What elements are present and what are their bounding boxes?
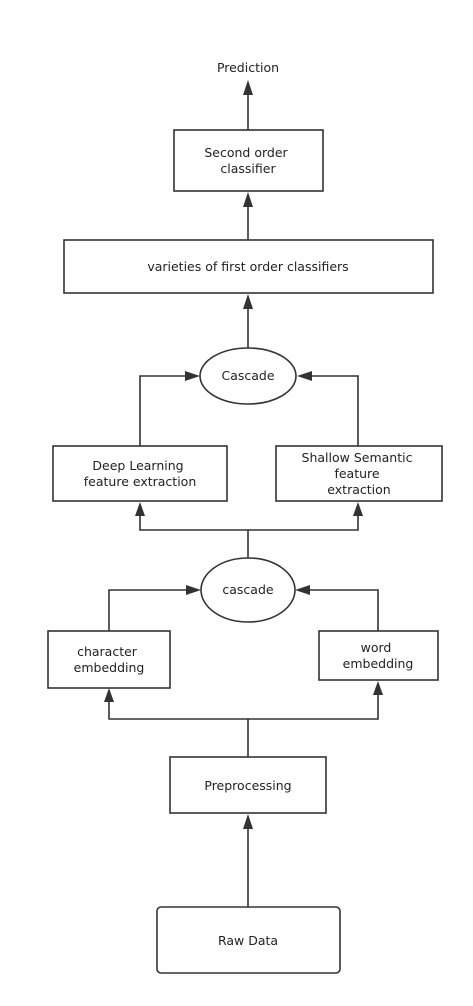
edge-cascade-to-shallow	[248, 513, 359, 531]
arrowhead-second-order	[243, 192, 253, 207]
edge-cascade-to-deep	[139, 513, 249, 558]
char-embedding-label-line: character	[77, 644, 138, 659]
second-order-box	[173, 129, 324, 192]
edge-char-to-cascade	[108, 589, 189, 631]
cascade-top-label-line: Cascade	[221, 368, 274, 383]
char-embedding-box	[47, 630, 171, 689]
word-embedding-box	[318, 630, 439, 681]
arrowhead-cascade-bottom-right	[295, 585, 310, 595]
cascade-top-label: Cascade	[221, 368, 274, 383]
shallow-semantic-label-line: Shallow Semantic	[302, 450, 413, 465]
edge-word-to-cascade	[307, 589, 379, 631]
cascade-bottom-label-line: cascade	[222, 582, 274, 597]
edge-preprocessing-to-word	[248, 692, 379, 720]
cascade-bottom-ellipse	[200, 557, 296, 623]
word-embedding-label-line: embedding	[343, 656, 414, 671]
char-embedding-label-line: embedding	[74, 660, 145, 675]
raw-data-label-line: Raw Data	[218, 933, 278, 948]
word-embedding-label-line: word	[361, 640, 392, 655]
shallow-semantic-label-line: feature	[334, 466, 379, 481]
shallow-semantic-label-line: extraction	[327, 482, 390, 497]
deep-learning-label: Deep Learning feature extraction	[84, 458, 197, 489]
cascade-bottom-label: cascade	[222, 582, 274, 597]
arrowhead-word-embedding	[373, 681, 383, 695]
shallow-semantic-label: Shallow Semantic feature extraction	[302, 450, 417, 497]
second-order-label-line: classifier	[220, 161, 276, 176]
arrowhead-deep-learning	[135, 502, 145, 516]
edge-preprocessing-to-char	[108, 699, 249, 757]
edge-deep-to-cascade	[139, 375, 188, 446]
first-order-box	[63, 239, 434, 294]
arrowhead-cascade-top-right	[297, 371, 312, 381]
arrowhead-first-order	[243, 294, 253, 309]
deep-learning-box	[52, 445, 228, 502]
arrowhead-preprocessing	[243, 814, 253, 829]
first-order-label-line: varieties of first order classifiers	[147, 259, 348, 274]
prediction-label-line: Prediction	[217, 60, 279, 75]
preprocessing-label: Preprocessing	[204, 778, 291, 793]
deep-learning-label-line: Deep Learning	[92, 458, 183, 473]
second-order-label: Second order classifier	[204, 145, 291, 176]
arrowhead-shallow-semantic	[353, 502, 363, 516]
preprocessing-box	[169, 756, 327, 814]
raw-data-box	[156, 906, 341, 974]
shallow-semantic-box	[275, 445, 443, 502]
prediction-label: Prediction	[217, 60, 279, 75]
arrowhead-char-embedding	[104, 688, 114, 702]
first-order-label: varieties of first order classifiers	[147, 259, 348, 274]
edge-shallow-to-cascade	[309, 375, 359, 446]
cascade-top-ellipse	[199, 347, 297, 405]
word-embedding-label: word embedding	[343, 640, 414, 671]
arrowhead-cascade-top-left	[185, 371, 200, 381]
arrowhead-prediction	[243, 80, 253, 95]
raw-data-label: Raw Data	[218, 933, 278, 948]
arrowhead-cascade-bottom-left	[186, 585, 201, 595]
char-embedding-label: character embedding	[74, 644, 145, 675]
preprocessing-label-line: Preprocessing	[204, 778, 291, 793]
deep-learning-label-line: feature extraction	[84, 474, 197, 489]
second-order-label-line: Second order	[204, 145, 288, 160]
